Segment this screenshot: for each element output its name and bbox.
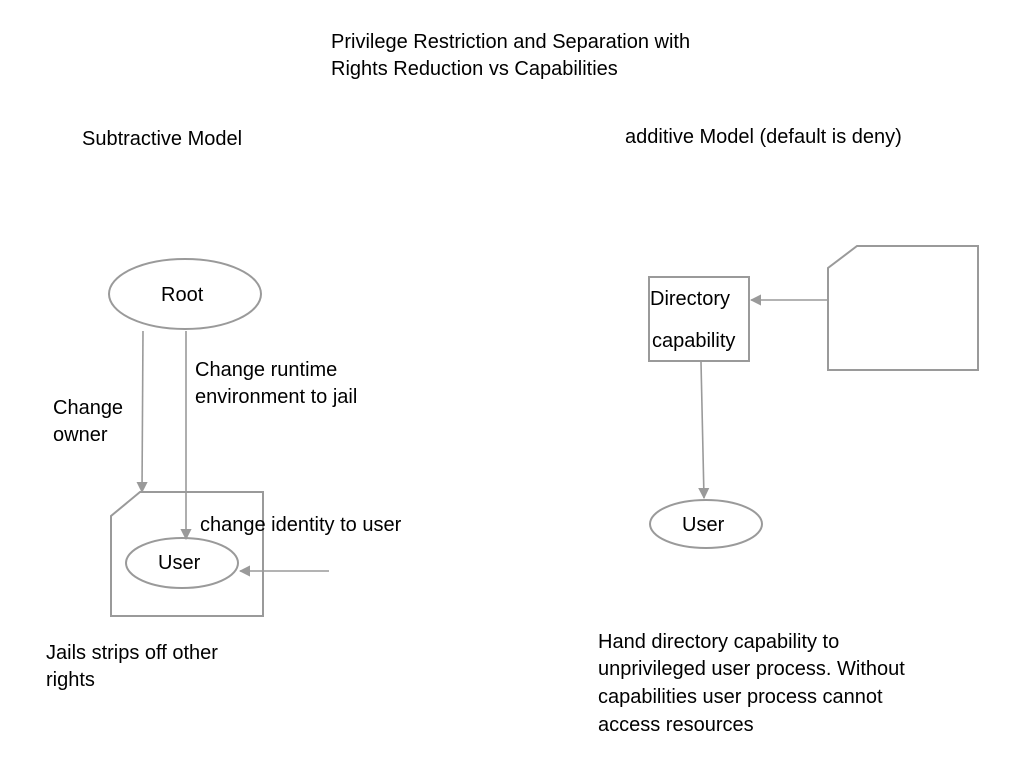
change-owner-label-line-2: owner — [53, 424, 108, 446]
directory-capability-label-line-2: capability — [652, 330, 736, 352]
capability-note-line-2: unprivileged user process. Without — [598, 658, 905, 680]
capability-note-line-3: capabilities user process cannot — [598, 686, 883, 708]
user-node-capability — [649, 499, 763, 549]
capability-note-line-4: access resources — [598, 714, 754, 736]
slide-title-line-2: Rights Reduction vs Capabilities — [331, 58, 618, 80]
change-runtime-label-line-2: environment to jail — [195, 386, 358, 408]
change-identity-label: change identity to user — [200, 514, 402, 536]
change-owner-arrow — [136, 330, 148, 494]
change-runtime-label-line-1: Change runtime — [195, 359, 338, 381]
slide-title-line-1: Privilege Restriction and Separation wit… — [331, 31, 691, 53]
user-node-jailed-label: User — [158, 552, 201, 574]
jail-container — [110, 491, 264, 617]
change-owner-label-line-1: Change — [53, 397, 124, 419]
root-node — [108, 258, 262, 330]
directory-capability-box — [648, 276, 750, 362]
jail-note-line-1: Jails strips off other — [46, 642, 218, 664]
subtractive-model-heading: Subtractive Model — [82, 128, 243, 150]
additive-model-heading: additive Model (default is deny) — [625, 126, 902, 148]
resource-document — [827, 245, 979, 371]
jail-note-line-2: rights — [46, 669, 95, 691]
capability-note-line-1: Hand directory capability to — [598, 631, 840, 653]
user-node-capability-label: User — [682, 514, 725, 536]
root-node-label: Root — [161, 284, 204, 306]
directory-capability-label-line-1: Directory — [650, 288, 731, 310]
capability-to-user-arrow — [698, 361, 710, 500]
